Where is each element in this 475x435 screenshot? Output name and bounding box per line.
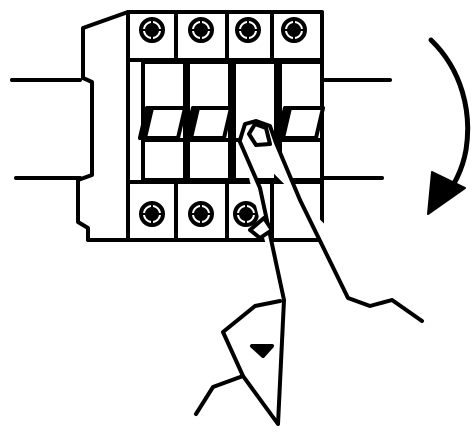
screw-icon [141,203,163,225]
fingernail [249,124,270,145]
screw-icon [235,203,257,225]
screw-icon [141,19,163,41]
toggle-lever-2 [186,108,231,138]
screw-icon [190,203,212,225]
screw-icon [237,19,259,41]
rotation-arrow-icon [428,40,468,214]
screw-icon [190,19,212,41]
screw-icon [283,19,305,41]
wrist [196,376,243,414]
toggle-lever-4 [278,108,323,138]
toggle-lever-1 [140,108,185,138]
